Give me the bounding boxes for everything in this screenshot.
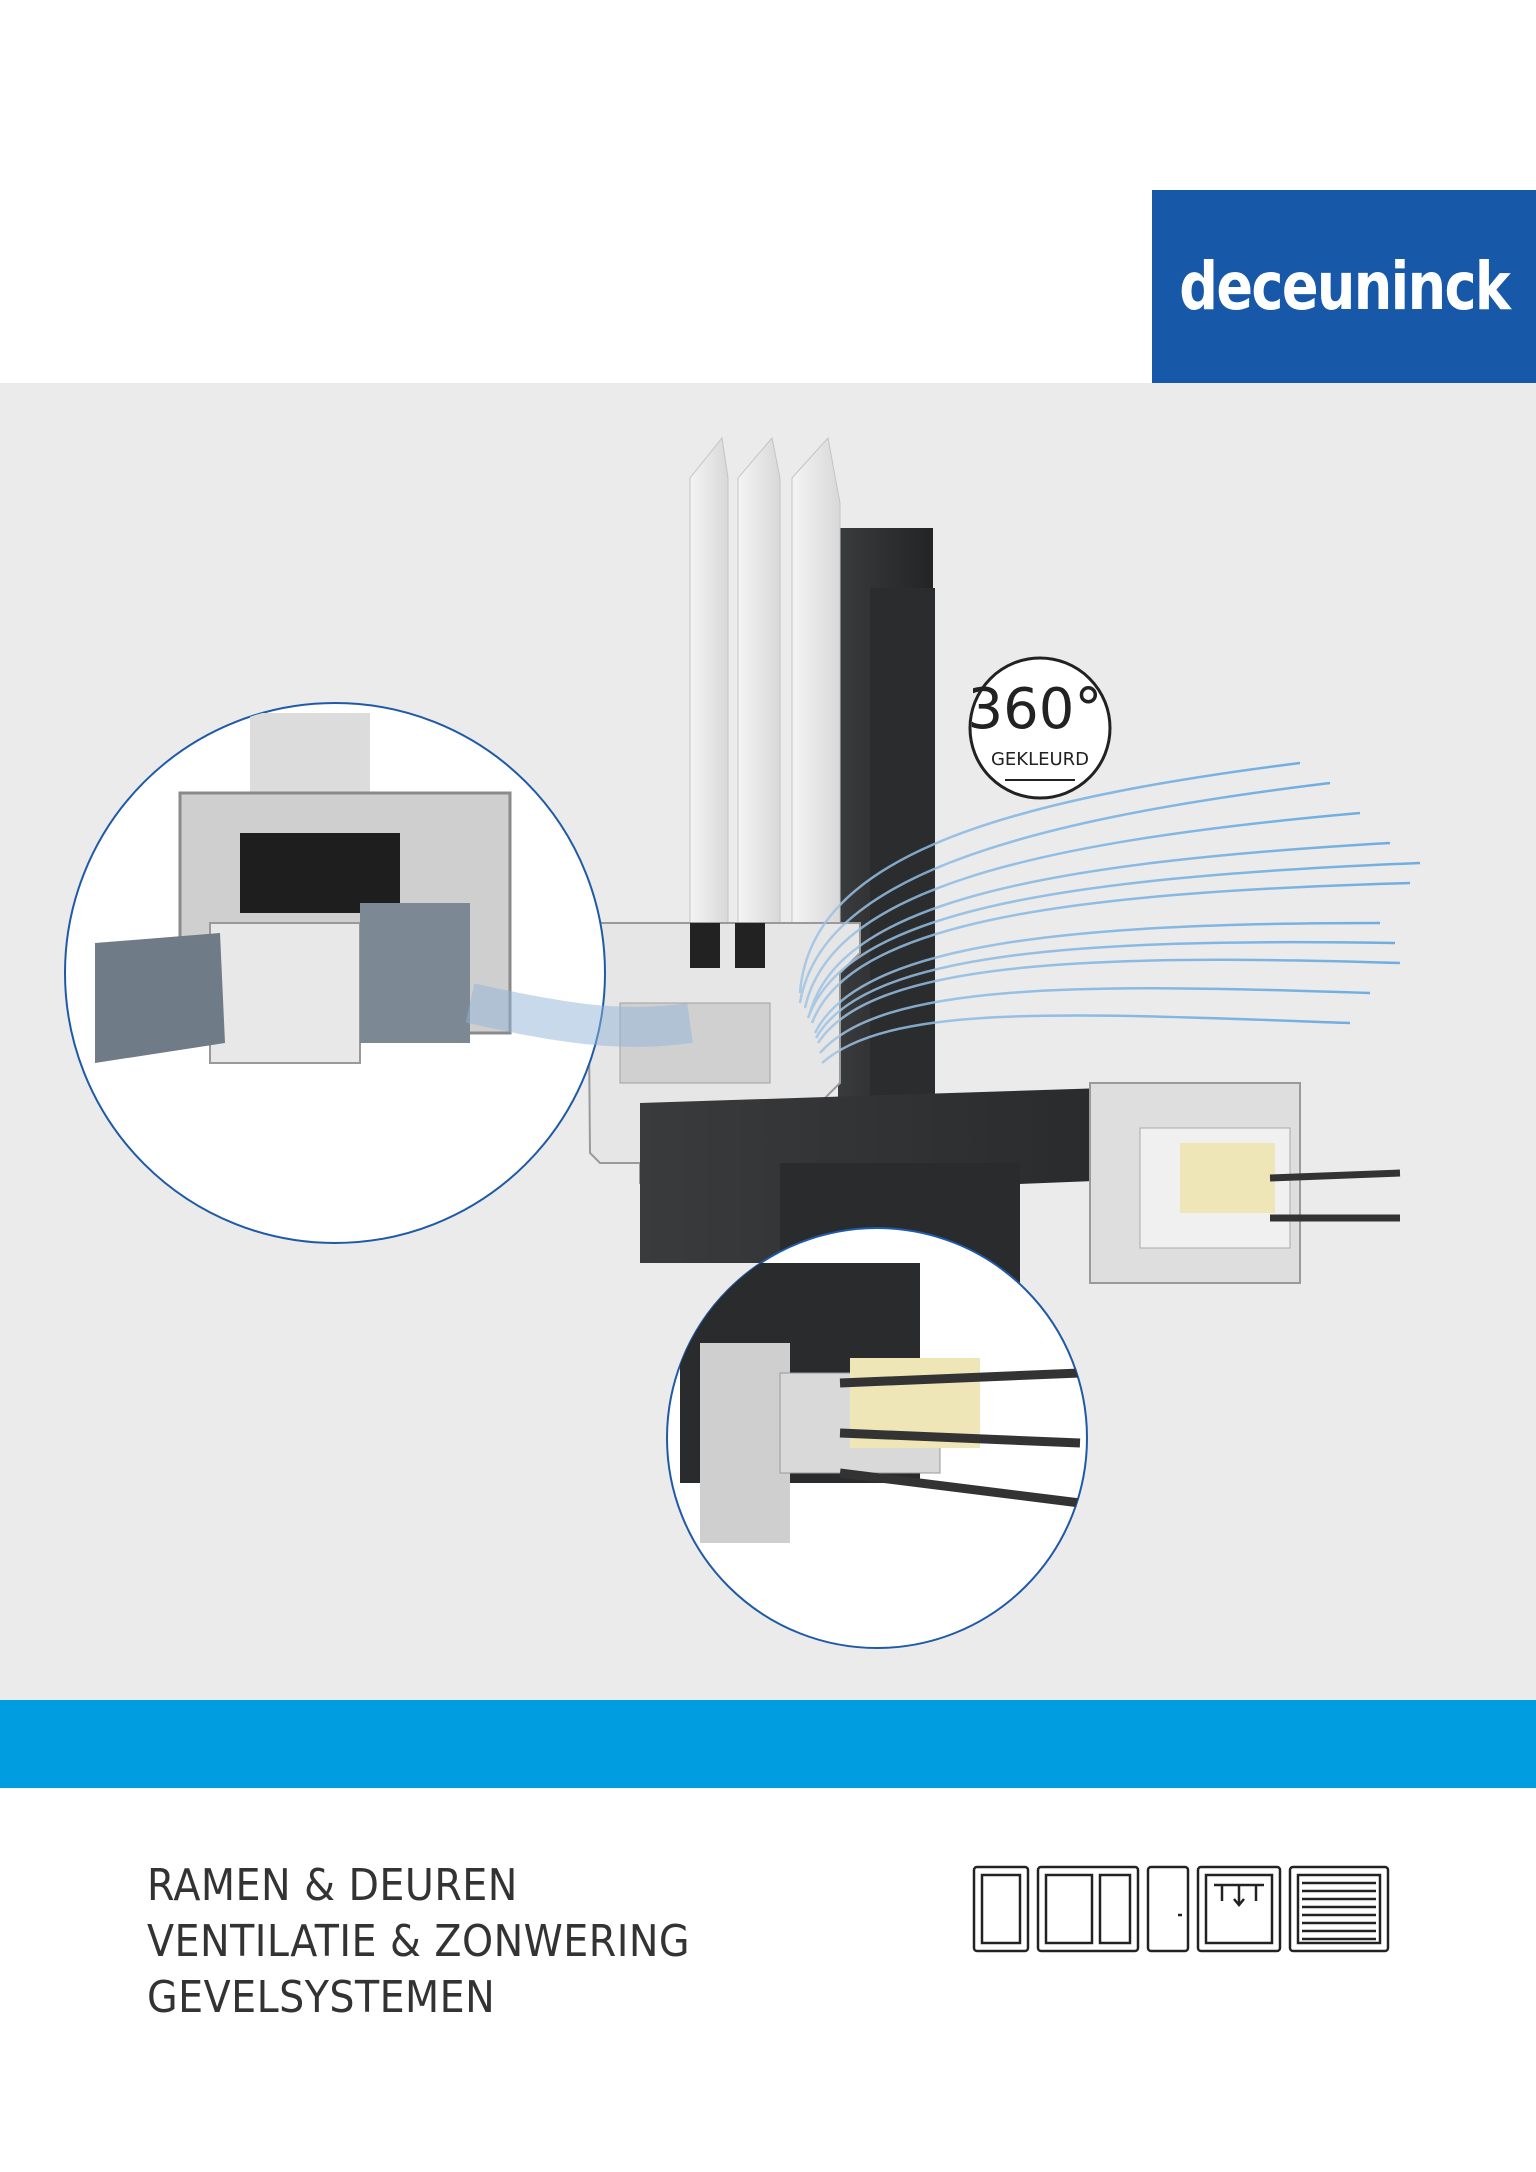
tagline-windows-doors: RAMEN & DEUREN xyxy=(147,1860,518,1911)
tagline-ventilation-sunshading: VENTILATIE & ZONWERING xyxy=(147,1916,691,1967)
brand-name: deceuninck xyxy=(1178,248,1511,325)
window-single-icon xyxy=(972,1865,1030,1953)
roller-shutter-icon xyxy=(1288,1865,1390,1953)
detail-circle-left xyxy=(64,702,693,1244)
glass-pane-2 xyxy=(737,436,781,924)
glass-fibers xyxy=(798,761,1421,1064)
badge-number: 360° xyxy=(968,677,1103,742)
glass-pane-1 xyxy=(689,436,729,924)
tagline-list: RAMEN & DEUREN VENTILATIE & ZONWERING GE… xyxy=(147,1858,750,2026)
product-icons xyxy=(972,1865,1390,1953)
hero-image: 360° GEKLEURD xyxy=(0,383,1536,1700)
door-icon xyxy=(1146,1865,1190,1953)
brand-logo: deceuninck xyxy=(1152,190,1536,383)
blue-band xyxy=(0,1700,1536,1788)
window-profile-illustration: 360° GEKLEURD xyxy=(64,436,1421,1649)
tagline-facade-systems: GEVELSYSTEMEN xyxy=(147,1972,496,2023)
window-double-icon xyxy=(1036,1865,1140,1953)
ventilation-icon xyxy=(1196,1865,1282,1953)
detail-circle-right xyxy=(666,1227,1088,1649)
glass-pane-3 xyxy=(791,436,841,924)
360-badge: 360° GEKLEURD xyxy=(968,656,1112,800)
badge-label: GEKLEURD xyxy=(991,749,1089,770)
